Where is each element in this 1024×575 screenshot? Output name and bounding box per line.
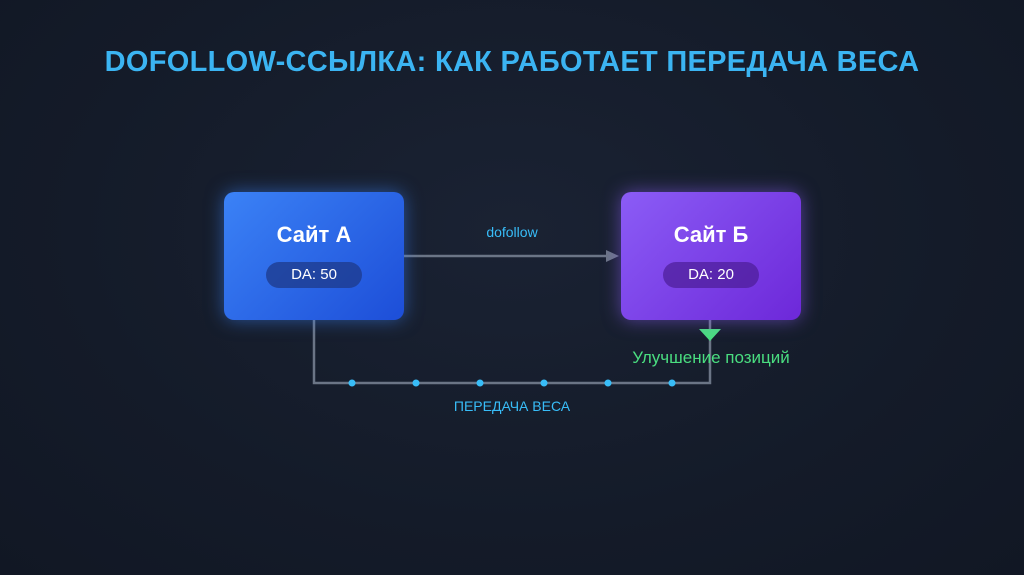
flow-dot <box>348 379 356 387</box>
dofollow-label: dofollow <box>486 224 538 240</box>
weight-flow-label: ПЕРЕДАЧА ВЕСА <box>453 398 571 414</box>
site-a-name: Сайт А <box>276 222 352 247</box>
flow-dot <box>540 379 548 387</box>
flow-dots <box>348 379 676 387</box>
flow-dot <box>668 379 676 387</box>
flow-dot <box>604 379 612 387</box>
weight-flow-path <box>312 320 712 385</box>
site-a-da-badge: DA: 50 <box>266 262 362 288</box>
site-a-box: Сайт А DA: 50 <box>224 192 404 320</box>
dofollow-arrowhead <box>606 250 619 262</box>
site-b-box: Сайт Б DA: 20 <box>621 192 801 320</box>
site-b-da-badge: DA: 20 <box>663 262 759 288</box>
site-b-name: Сайт Б <box>673 222 749 247</box>
result-triangle-icon <box>699 329 721 341</box>
diagram-title: DOFOLLOW-ССЫЛКА: КАК РАБОТАЕТ ПЕРЕДАЧА В… <box>104 46 920 78</box>
flow-dot <box>412 379 420 387</box>
flow-dot <box>476 379 484 387</box>
result-label: Улучшение позиций <box>632 348 790 367</box>
